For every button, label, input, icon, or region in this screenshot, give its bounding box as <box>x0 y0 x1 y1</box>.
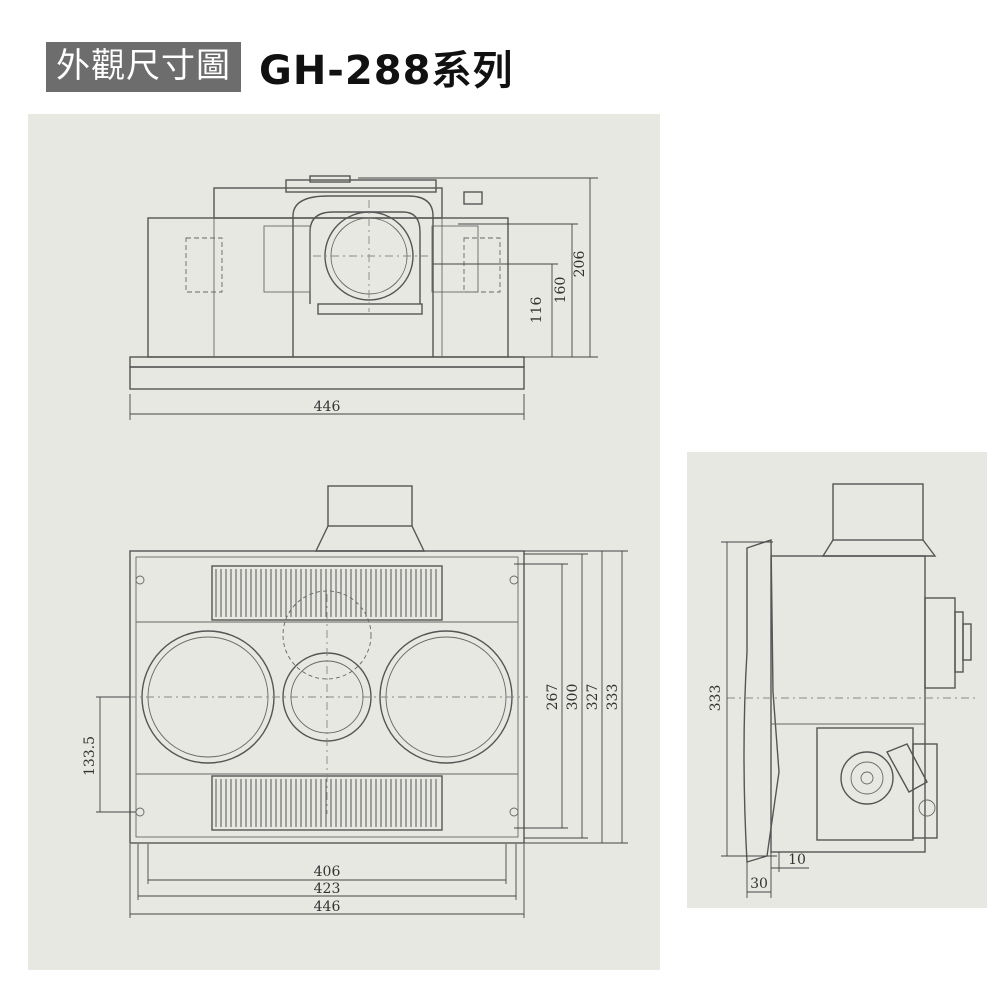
dim-front-446: 446 <box>314 899 341 915</box>
dim-top-width: 446 <box>314 399 341 415</box>
dim-front-406: 406 <box>314 864 341 880</box>
top-view: 446 116 160 206 <box>129 175 598 420</box>
dim-top-206: 206 <box>572 251 588 278</box>
dim-front-300: 300 <box>565 684 581 711</box>
dim-side-height: 333 <box>708 685 724 712</box>
main-drawing-panel: 446 116 160 206 <box>28 114 660 970</box>
section-tag: 外觀尺寸圖 <box>46 42 241 92</box>
dim-front-423: 423 <box>314 881 341 897</box>
front-view: 267 300 327 333 133.5 406 423 446 <box>82 485 628 918</box>
header: 外觀尺寸圖 GH-288系列 <box>46 38 513 96</box>
dim-top-160: 160 <box>553 277 569 304</box>
dim-side-30: 30 <box>750 876 768 892</box>
dim-front-327: 327 <box>585 684 601 711</box>
dim-front-333: 333 <box>605 684 621 711</box>
model-title: GH-288系列 <box>259 48 514 94</box>
dim-top-116: 116 <box>529 297 545 324</box>
side-view: 333 10 30 <box>708 483 977 898</box>
dim-front-267: 267 <box>545 684 561 711</box>
bottom-grille <box>215 779 437 827</box>
main-drawing: 446 116 160 206 <box>82 175 628 918</box>
dim-side-10: 10 <box>788 852 806 868</box>
top-grille <box>215 569 437 617</box>
dim-front-offset: 133.5 <box>82 736 98 776</box>
side-view-panel: 333 10 30 <box>687 452 987 908</box>
